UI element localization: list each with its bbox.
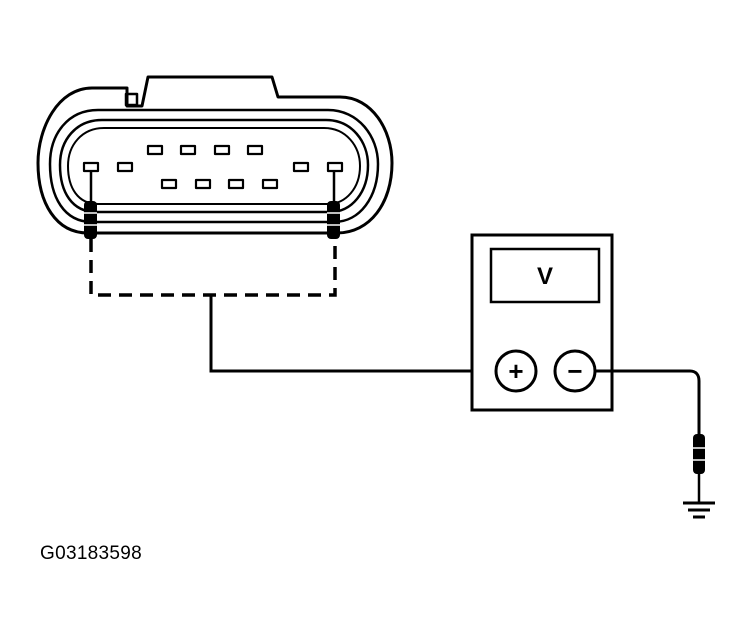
probe-tip-left — [84, 201, 97, 239]
terminal-cavity — [227, 178, 245, 190]
jumper-wire-dashed — [89, 239, 337, 297]
terminal-cavity — [116, 161, 134, 173]
back-probes — [84, 172, 340, 239]
terminal-cavity — [246, 144, 264, 156]
connector-notch — [124, 92, 139, 107]
positive-test-lead — [209, 295, 493, 373]
probe-tip-right — [327, 201, 340, 239]
connector-housing-inner-3 — [67, 127, 361, 205]
voltmeter-display — [489, 247, 601, 304]
connector — [36, 75, 394, 235]
terminal-cavity — [179, 144, 197, 156]
positive-terminal-symbol: + — [508, 356, 523, 386]
terminal-cavity — [146, 144, 164, 156]
terminal-row-top — [146, 144, 264, 156]
terminal-cavity — [194, 178, 212, 190]
voltmeter: V + − — [470, 233, 614, 412]
terminal-cavity — [82, 161, 100, 173]
terminal-row-middle — [82, 161, 344, 173]
terminal-row-bottom — [160, 178, 279, 190]
terminal-cavity — [213, 144, 231, 156]
figure-code: G03183598 — [40, 543, 143, 564]
ground-symbol-icon — [683, 501, 715, 519]
negative-terminal-symbol: − — [567, 356, 582, 386]
terminal-cavity — [160, 178, 178, 190]
connector-housing-inner-2 — [58, 118, 370, 214]
display-symbol: V — [537, 263, 553, 290]
terminal-cavity — [261, 178, 279, 190]
terminal-cavity — [292, 161, 310, 173]
positive-terminal — [494, 349, 538, 393]
negative-test-lead — [595, 369, 701, 434]
connector-housing-outer — [36, 75, 394, 235]
terminal-cavity — [326, 161, 344, 173]
ground-probe — [693, 434, 705, 474]
